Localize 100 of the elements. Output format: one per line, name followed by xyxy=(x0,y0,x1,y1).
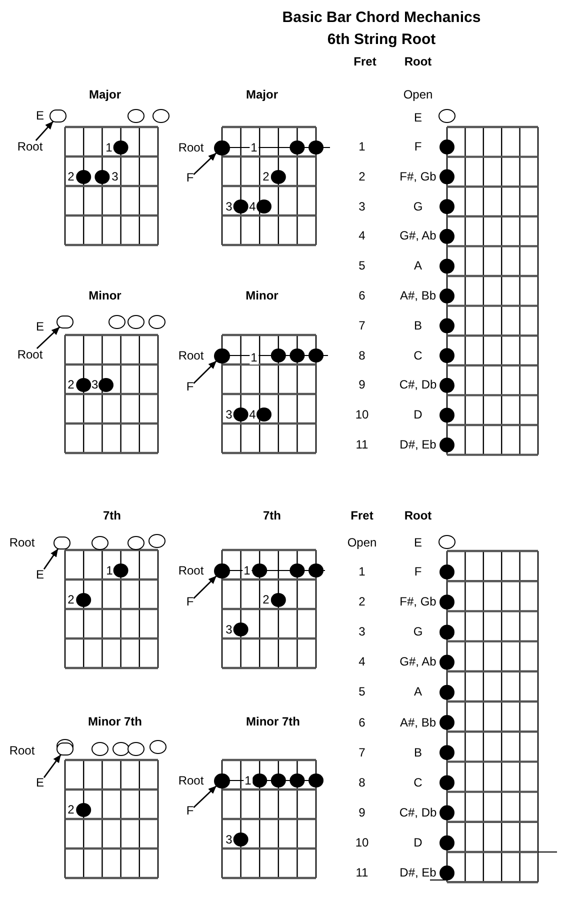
leader-label: E xyxy=(36,568,44,582)
finger-number: 2 xyxy=(68,170,74,184)
string-name-label: E xyxy=(36,110,44,122)
leader-label: F xyxy=(186,804,194,818)
fret-number: 7 xyxy=(358,746,366,760)
fret-number: 2 xyxy=(358,596,366,609)
fret-number: 8 xyxy=(358,776,366,790)
leader-arrow xyxy=(43,548,59,570)
fret-number: 7 xyxy=(358,319,366,332)
root-label: Root xyxy=(178,349,204,362)
root-label: Root xyxy=(9,744,35,758)
fret-number: 3 xyxy=(358,626,366,639)
fret-number: 10 xyxy=(355,836,369,850)
note-name: D#, Eb xyxy=(400,438,436,452)
column-header: Fret xyxy=(354,56,376,68)
chord-title: Minor 7th xyxy=(246,716,300,728)
fret-number: 11 xyxy=(356,438,368,452)
leader-arrow xyxy=(193,152,217,175)
chord-title: Minor xyxy=(246,290,278,302)
note-name: B xyxy=(414,319,422,332)
note-name: A#, Bb xyxy=(400,290,436,302)
note-name: D xyxy=(414,408,422,422)
leader-label: F xyxy=(186,172,194,184)
fret-number: 4 xyxy=(358,656,366,669)
leader-label: Root xyxy=(17,140,43,154)
column-header: Root xyxy=(404,56,432,68)
diagram-title: Basic Bar Chord Mechanics 6th String Root xyxy=(281,8,482,50)
finger-number: 3 xyxy=(226,833,232,846)
finger-number: 3 xyxy=(226,408,232,421)
root-label: Root xyxy=(178,564,204,577)
leader-label: F xyxy=(186,596,194,608)
finger-number: 2 xyxy=(262,594,270,606)
finger-number: 2 xyxy=(68,804,74,816)
chord-title: Minor 7th xyxy=(88,716,142,728)
finger-number: 4 xyxy=(249,408,256,421)
leader-label: Root xyxy=(17,348,43,362)
note-name: C xyxy=(414,349,422,362)
note-name: A xyxy=(414,260,422,273)
string-name-label: E xyxy=(414,112,422,124)
chord-title: Minor xyxy=(88,290,122,302)
note-name: B xyxy=(414,746,422,760)
note-name: F xyxy=(414,566,422,578)
string-name-label: E xyxy=(36,320,44,334)
fret-number: 4 xyxy=(358,230,366,243)
finger-number: 1 xyxy=(244,774,252,787)
finger-number: 1 xyxy=(250,351,258,364)
finger-number: 4 xyxy=(249,200,256,213)
finger-number: 1 xyxy=(242,564,252,577)
finger-number: 1 xyxy=(250,141,258,154)
note-name: G#, Ab xyxy=(400,656,436,669)
leader-label: E xyxy=(36,776,44,790)
note-name: D#, Eb xyxy=(400,866,436,880)
fret-number: 2 xyxy=(358,170,366,184)
leader-arrow xyxy=(193,785,217,808)
note-name: C xyxy=(414,776,422,790)
finger-number: 1 xyxy=(106,141,112,154)
fret-number: 1 xyxy=(358,566,366,578)
column-header: Fret xyxy=(350,510,374,522)
fret-number: 9 xyxy=(358,806,366,820)
note-name: G xyxy=(413,626,423,639)
column-header: Root xyxy=(404,510,432,522)
fret-number: 5 xyxy=(358,260,366,273)
leader-arrow xyxy=(193,360,217,384)
chord-title: 7th xyxy=(103,510,121,522)
fret-number: 5 xyxy=(358,686,366,699)
leader-arrow xyxy=(35,120,54,141)
finger-number: 2 xyxy=(68,594,74,606)
note-name: F#, Gb xyxy=(400,596,436,609)
note-name: G xyxy=(413,200,423,214)
fret-number: 6 xyxy=(358,290,366,302)
root-label: Root xyxy=(178,141,204,154)
finger-number: 3 xyxy=(112,170,118,184)
root-label: Root xyxy=(178,774,204,787)
leader-arrow xyxy=(193,575,217,599)
finger-number: 3 xyxy=(91,378,98,392)
fret-number: 11 xyxy=(356,866,368,880)
fret-number: 6 xyxy=(358,716,366,729)
note-name: A#, Bb xyxy=(400,716,436,729)
note-name: D xyxy=(414,836,422,850)
finger-number: 3 xyxy=(226,200,232,213)
fret-number: 1 xyxy=(358,140,366,154)
note-name: C#, Db xyxy=(399,806,437,820)
open-label: Open xyxy=(347,536,377,550)
leader-arrow xyxy=(43,754,62,778)
finger-number: 1 xyxy=(106,564,113,577)
string-name-label: E xyxy=(414,536,422,550)
leader-arrow xyxy=(36,326,60,349)
fret-number: 9 xyxy=(358,378,366,392)
chord-title: 7th xyxy=(263,510,281,522)
note-name: G#, Ab xyxy=(400,230,436,243)
note-name: F xyxy=(414,140,422,154)
fret-number: 10 xyxy=(355,408,369,422)
finger-number: 3 xyxy=(226,623,232,636)
note-name: C#, Db xyxy=(399,378,437,392)
note-name: A xyxy=(414,686,422,699)
finger-number: 2 xyxy=(262,170,270,184)
leader-label: F xyxy=(186,380,194,394)
fret-number: 3 xyxy=(358,200,366,214)
note-name: F#, Gb xyxy=(400,170,436,184)
open-label: Open xyxy=(403,88,433,102)
